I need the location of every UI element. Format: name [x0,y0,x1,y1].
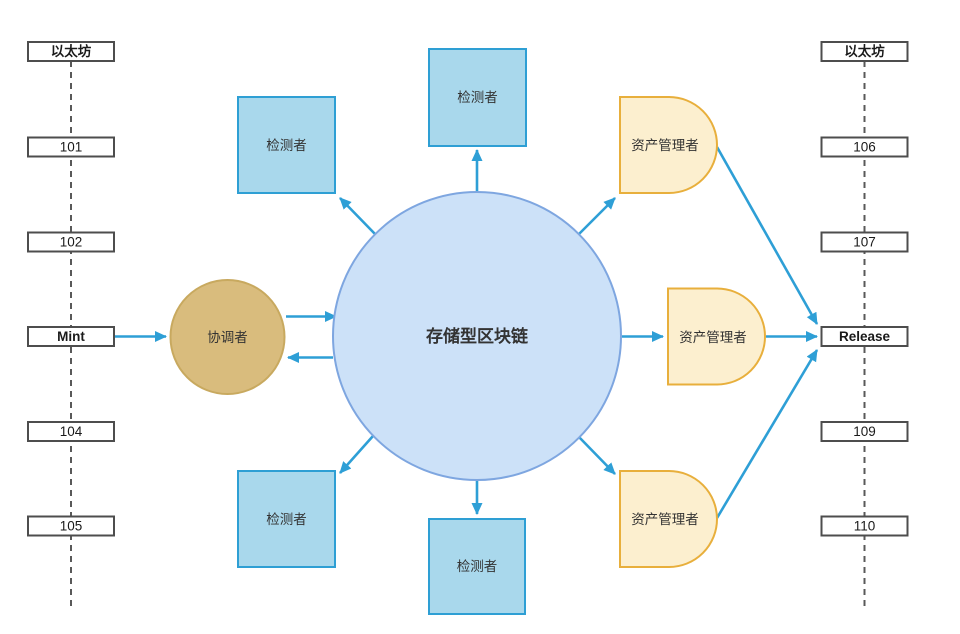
storage-blockchain-label: 存储型区块链 [426,326,529,346]
arrow-chain-to-asset-top [578,197,616,235]
node-asset-manager-bottom: 资产管理者 [619,470,718,568]
timeline-node-label: 102 [60,235,83,250]
node-storage-blockchain: 存储型区块链 [332,191,622,481]
coordinator-circle [169,279,286,395]
arrow-chain-to-asset-bottom [577,435,616,475]
arrow-chain-to-detector-upper-left [339,197,376,235]
asset-manager-label: 资产管理者 [631,138,699,153]
timeline-node-box [27,231,115,253]
timeline-node-label: 106 [853,140,876,155]
coordinator-label: 协调者 [207,330,248,345]
timeline-node-box [27,326,115,347]
timeline-node-label: 109 [853,424,876,439]
arrows [115,146,819,519]
timeline-node-label: 105 [60,519,83,534]
left-timeline: 以太坊 101 102 Mint 104 105 [27,41,115,611]
timeline-node-left-104: 104 [27,421,115,442]
timeline-node-box [820,41,909,62]
timeline-node-label: 101 [60,140,83,155]
detector-box [237,96,336,194]
detector-label: 检测者 [266,138,307,153]
asset-manager-label: 资产管理者 [631,512,699,527]
timeline-node-box [27,136,115,158]
node-asset-manager-top: 资产管理者 [619,96,718,194]
timeline-node-mint: Mint [27,326,115,347]
timeline-node-box [27,41,115,62]
timeline-node-label: 104 [60,424,83,439]
detector-label: 检测者 [266,512,307,527]
timeline-node-label: Release [839,329,891,344]
timeline-node-label: 107 [853,235,876,250]
asset-manager-shape [619,96,718,194]
arrow-chain-to-detector-lower-left [339,435,374,474]
timeline-node-right-eth: 以太坊 [820,41,909,62]
asset-manager-shape [667,287,766,386]
timeline-node-label: 以太坊 [51,43,92,59]
asset-manager-label: 资产管理者 [679,330,747,345]
timeline-node-box [820,326,909,347]
timeline-node-label: Mint [57,329,85,344]
timeline-node-left-102: 102 [27,231,115,253]
asset-manager-shape [619,470,718,568]
timeline-node-left-101: 101 [27,136,115,158]
node-coordinator: 协调者 [169,279,286,395]
node-detector-lower-left: 检测者 [237,470,336,568]
timeline-node-box [820,136,909,158]
detector-box [428,518,526,615]
node-detector-bottom: 检测者 [428,518,526,615]
timeline-node-right-109: 109 [820,421,909,442]
timeline-node-box [27,421,115,442]
arrow-asset-bottom-to-release [715,349,819,519]
timeline-node-right-107: 107 [820,231,909,253]
detector-box [237,470,336,568]
detector-label: 检测者 [457,559,498,574]
timeline-node-release: Release [820,326,909,347]
timeline-node-box [820,231,909,253]
timeline-node-right-106: 106 [820,136,909,158]
timeline-node-label: 110 [854,519,876,534]
detector-box [428,48,527,147]
timeline-node-right-110: 110 [820,515,909,537]
timeline-node-box [820,515,909,537]
node-detector-upper-left: 检测者 [237,96,336,194]
timeline-node-left-105: 105 [27,515,115,537]
node-detector-top: 检测者 [428,48,527,147]
detector-label: 检测者 [457,90,498,105]
right-timeline: 以太坊 106 107 Release 109 110 [820,41,909,611]
storage-blockchain-circle [332,191,622,481]
arrow-asset-top-to-release [715,146,819,325]
timeline-node-box [820,421,909,442]
timeline-node-label: 以太坊 [844,43,885,59]
timeline-node-box [27,515,115,537]
node-asset-manager-middle: 资产管理者 [667,287,766,386]
timeline-node-left-eth: 以太坊 [27,41,115,62]
